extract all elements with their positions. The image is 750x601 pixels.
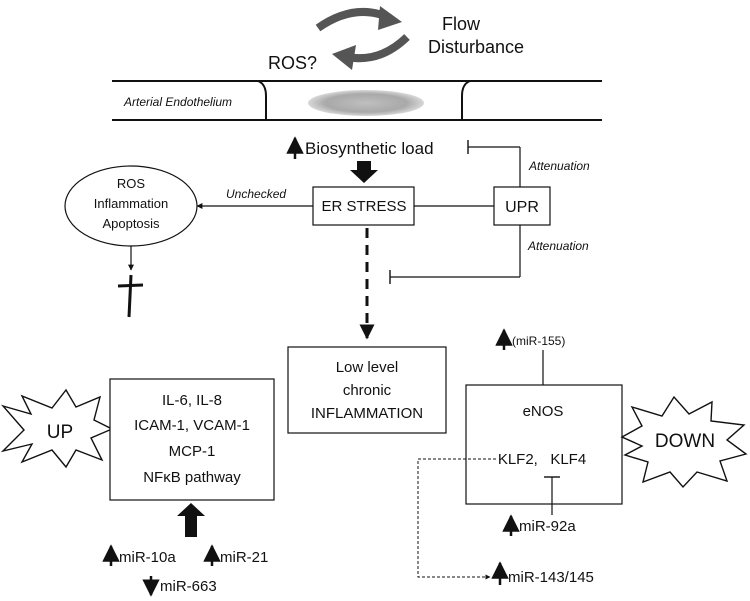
thick-arrow-to-markers [177,503,205,537]
upr-label: UPR [505,199,539,216]
mir663-label: miR-663 [160,578,217,595]
klf-label: KLF2, KLF4 [498,451,586,468]
flow-disturbance-icon [315,6,410,70]
unchecked-label: Unchecked [226,187,286,201]
mir10a-label: miR-10a [119,549,176,566]
endothelial-cell-nucleus [308,90,424,116]
attenuation-top-label: Attenuation [528,159,590,173]
ellipse-line-ros: ROS [117,176,146,191]
klf-to-mir143-dotted-arrow [417,458,496,580]
er-stress-label: ER STRESS [321,198,406,215]
attenuation-top-inhibitor [467,140,521,187]
upr-box [493,186,551,226]
attenuation-bottom-label: Attenuation [527,239,589,253]
biosynthetic-load-label: Biosynthetic load [305,139,434,158]
attenuation-bottom-inhibitor [389,225,521,284]
mir92a-label: miR-92a [519,518,576,535]
endothelium-strip [112,80,602,121]
mir143-label: miR-143/145 [508,569,594,586]
flow-label-line2: Disturbance [428,37,524,57]
mir155-label: (miR-155) [512,334,565,348]
inflammation-box [287,346,447,434]
death-cross-icon [117,274,144,318]
marker-nfkb: NFκB pathway [143,469,241,486]
ellipse-line-inflammation: Inflammation [94,196,168,211]
enos-label: eNOS [523,403,564,420]
up-label: UP [47,422,73,443]
thick-arrow-to-er-stress [350,161,378,183]
mir21-label: miR-21 [220,549,268,566]
up-starburst [0,388,114,469]
flow-label-line1: Flow [442,14,481,34]
markers-box [109,378,275,501]
marker-mcp1: MCP-1 [169,443,216,460]
inflammation-line2: chronic [343,382,392,399]
ellipse-line-apoptosis: Apoptosis [102,216,160,231]
inflammation-line1: Low level [336,359,399,376]
enos-box [465,384,623,505]
down-starburst [620,395,748,489]
marker-il6-il8: IL-6, IL-8 [162,392,222,409]
down-label: DOWN [655,431,715,452]
marker-icam-vcam: ICAM-1, VCAM-1 [134,417,250,434]
endothelium-label: Arterial Endothelium [123,95,232,109]
inflammation-line3: INFLAMMATION [311,405,423,422]
ros-question-label: ROS? [268,53,317,73]
